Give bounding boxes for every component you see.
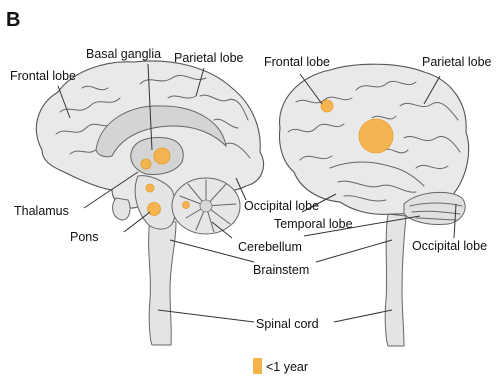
marker-midbrain [146,184,154,192]
pituitary [113,198,130,220]
label-pons: Pons [70,230,99,244]
label-frontal-lobe-right: Frontal lobe [264,55,330,69]
label-thalamus: Thalamus [14,204,69,218]
label-parietal-lobe-right: Parietal lobe [422,55,492,69]
legend: <1 year [253,358,308,374]
label-frontal-lobe-left: Frontal lobe [10,69,76,83]
label-brainstem: Brainstem [253,263,309,277]
panel-label: B [6,9,20,31]
marker-pons [148,203,161,216]
left-cerebellum [172,178,240,234]
label-spinal-cord: Spinal cord [256,317,319,331]
label-basal-ganglia: Basal ganglia [86,47,161,61]
marker-motor-cortex [359,119,393,153]
label-cerebellum: Cerebellum [238,240,302,254]
label-occipital-lobe-left: Occipital lobe [244,199,319,213]
label-temporal-lobe: Temporal lobe [274,217,353,231]
right-spinal-cord [385,214,406,346]
marker-frontal [321,100,333,112]
left-spinal-cord [149,218,176,345]
marker-basal-ganglia [154,148,170,164]
label-occipital-lobe-right: Occipital lobe [412,239,487,253]
marker-cerebellum [183,202,190,209]
label-parietal-lobe-left: Parietal lobe [174,51,244,65]
legend-swatch [253,358,262,374]
legend-label: <1 year [266,360,308,374]
marker-thalamus [141,159,151,169]
